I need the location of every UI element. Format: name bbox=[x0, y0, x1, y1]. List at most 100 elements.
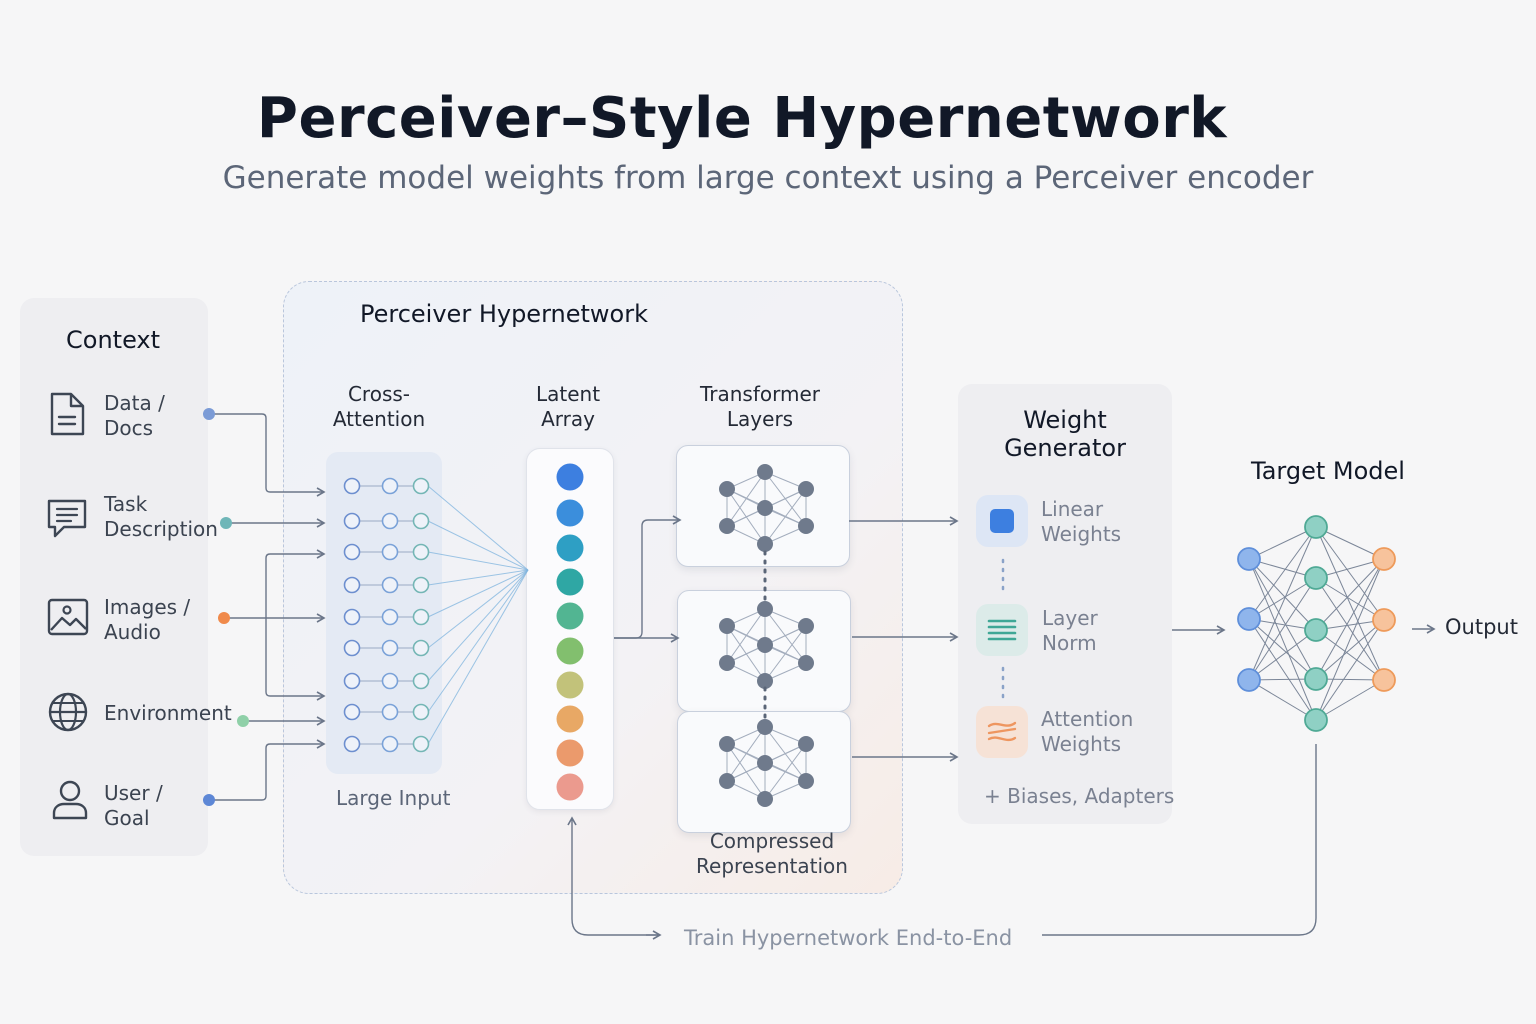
context-item-images-audio: Images / Audio bbox=[104, 595, 191, 644]
latent-node bbox=[556, 739, 584, 767]
chat-bubble-icon bbox=[44, 496, 90, 546]
target-edge bbox=[1315, 526, 1385, 681]
target-edge bbox=[1248, 679, 1317, 721]
transformer-edge bbox=[764, 608, 807, 664]
image-icon bbox=[46, 596, 90, 644]
context-item-task-description: Task Description bbox=[104, 492, 218, 541]
target-hidden-node bbox=[1304, 708, 1328, 732]
latent-node bbox=[556, 602, 584, 630]
transformer-edge bbox=[726, 625, 766, 682]
target-hidden-node bbox=[1304, 566, 1328, 590]
cross-attention-node bbox=[412, 512, 430, 530]
cross-attention-node bbox=[343, 543, 361, 561]
target-model-heading: Target Model bbox=[1251, 457, 1405, 485]
target-edge bbox=[1315, 558, 1385, 680]
transformer-node bbox=[757, 601, 773, 617]
context-dot bbox=[218, 612, 230, 624]
cross-attention-node bbox=[343, 512, 361, 530]
context-dot bbox=[203, 794, 215, 806]
transformer-node bbox=[719, 655, 735, 671]
transformer-node bbox=[757, 464, 773, 480]
target-edge bbox=[1248, 618, 1317, 680]
context-connector bbox=[265, 618, 326, 701]
attention-fan-line bbox=[427, 569, 529, 713]
context-connector bbox=[209, 413, 326, 497]
target-input-node bbox=[1237, 547, 1261, 571]
transformer-node bbox=[798, 655, 814, 671]
cross-attention-node bbox=[412, 703, 430, 721]
cross-attention-node bbox=[343, 477, 361, 495]
transformer-node bbox=[798, 618, 814, 634]
context-item-user-goal: User / Goal bbox=[104, 781, 163, 830]
target-output-node bbox=[1372, 668, 1396, 692]
transformer-node bbox=[757, 673, 773, 689]
target-edge bbox=[1315, 558, 1385, 721]
cross-attention-node bbox=[381, 512, 399, 530]
attention-weights-label: Attention Weights bbox=[1041, 707, 1134, 756]
transformer-caption: Compressed Representation bbox=[696, 829, 848, 878]
attention-fan-line bbox=[427, 569, 529, 618]
latent-node bbox=[556, 499, 584, 527]
layer-norm-icon bbox=[976, 604, 1028, 656]
latent-node bbox=[556, 637, 584, 665]
transformer-node bbox=[719, 618, 735, 634]
transformer-edge bbox=[764, 726, 807, 782]
transformer-node bbox=[757, 637, 773, 653]
target-output-node bbox=[1372, 608, 1396, 632]
attention-fan-line bbox=[427, 569, 529, 586]
latent-node bbox=[556, 705, 584, 733]
output-label: Output bbox=[1445, 615, 1518, 639]
cross-attention-node bbox=[412, 477, 430, 495]
perceiver-heading: Perceiver Hypernetwork bbox=[360, 300, 648, 328]
linear-weights-label: Linear Weights bbox=[1041, 497, 1122, 546]
transformer-node bbox=[757, 719, 773, 735]
transformer-edge bbox=[726, 608, 766, 664]
target-edge bbox=[1248, 577, 1317, 681]
document-icon bbox=[46, 390, 88, 442]
target-edge bbox=[1248, 526, 1317, 560]
transformer-edge bbox=[726, 726, 766, 782]
transformer-node bbox=[798, 481, 814, 497]
target-input-node bbox=[1237, 668, 1261, 692]
cross-attention-node bbox=[412, 576, 430, 594]
target-edge bbox=[1315, 577, 1385, 621]
attention-fan-line bbox=[427, 569, 529, 682]
attention-fan-line bbox=[427, 569, 529, 649]
cross-attention-node bbox=[343, 672, 361, 690]
user-icon bbox=[50, 778, 90, 826]
latent-node bbox=[556, 534, 584, 562]
target-edge bbox=[1248, 558, 1317, 721]
target-edge bbox=[1315, 619, 1385, 680]
cross-attention-node bbox=[381, 576, 399, 594]
transformer-edge bbox=[726, 743, 766, 800]
attention-fan-line bbox=[427, 520, 529, 571]
transformer-node bbox=[798, 736, 814, 752]
linear-weights-icon bbox=[976, 495, 1028, 547]
target-edge bbox=[1248, 629, 1317, 681]
transformer-edge bbox=[764, 488, 807, 545]
transformer-node bbox=[757, 791, 773, 807]
context-connector bbox=[265, 549, 326, 618]
context-panel bbox=[20, 298, 208, 856]
cross-attention-node bbox=[412, 608, 430, 626]
context-dot bbox=[203, 408, 215, 420]
page-subtitle: Generate model weights from large contex… bbox=[222, 160, 1314, 196]
cross-attention-node bbox=[343, 703, 361, 721]
transformer-node bbox=[719, 773, 735, 789]
cross-attention-node bbox=[381, 672, 399, 690]
transformer-edge bbox=[764, 743, 807, 800]
target-edge bbox=[1248, 558, 1317, 680]
cross-attention-node bbox=[412, 543, 430, 561]
target-edge bbox=[1315, 558, 1385, 631]
target-hidden-node bbox=[1304, 618, 1328, 642]
layer-norm-label: Layer Norm bbox=[1042, 606, 1098, 655]
transformer-node bbox=[798, 518, 814, 534]
context-item-environment: Environment bbox=[104, 701, 232, 725]
target-edge bbox=[1248, 526, 1317, 681]
cross-attention-node bbox=[412, 639, 430, 657]
transformer-layers-label: Transformer Layers bbox=[699, 382, 820, 431]
cross-attention-node bbox=[381, 703, 399, 721]
globe-icon bbox=[46, 690, 90, 738]
weight-generator-heading: Weight Generator bbox=[1004, 406, 1126, 462]
